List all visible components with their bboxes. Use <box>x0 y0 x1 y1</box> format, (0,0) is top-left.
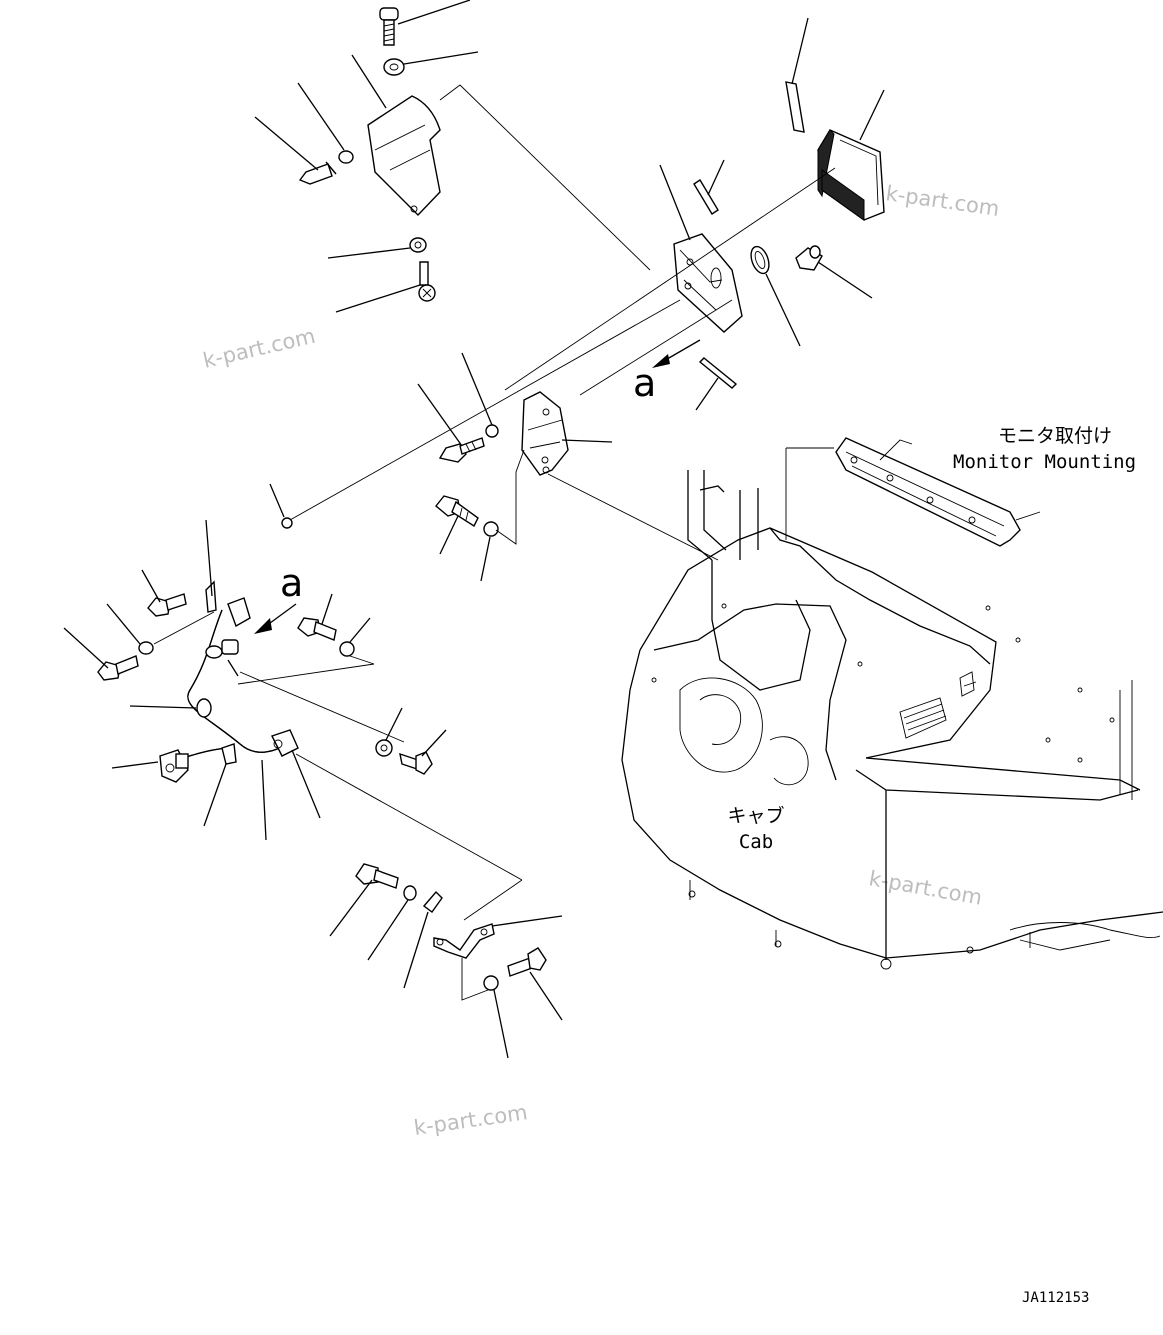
bottom-clamp <box>433 923 495 959</box>
harness-bolt-2 <box>97 655 139 681</box>
monitor-mounting-en-label: Monitor Mounting <box>953 451 1136 473</box>
bottom-washer-2 <box>483 975 499 991</box>
middle-small-washer <box>281 517 293 529</box>
watermark-left: k-part.com <box>201 324 318 373</box>
harness-clamp-2 <box>196 698 212 718</box>
cab-structure <box>621 470 1163 970</box>
middle-cover-group <box>417 352 613 582</box>
monitor-bracket-group <box>659 159 873 411</box>
cab-jp-label: キャブ <box>727 804 784 827</box>
monitor-bracket <box>673 233 743 333</box>
view-arrow-label-left: a <box>280 561 303 605</box>
view-arrow-top: a <box>633 339 701 405</box>
monitor-visor <box>785 81 805 133</box>
bottom-clip <box>422 890 443 913</box>
watermark-bottom: k-part.com <box>412 1100 529 1140</box>
harness-group: a <box>63 519 523 881</box>
harness-connector-left <box>159 749 189 783</box>
bottom-bolt-2 <box>507 947 547 977</box>
cover-plate <box>367 95 441 217</box>
watermark-cab: k-part.com <box>867 866 984 909</box>
middle-bolt-2 <box>435 495 479 528</box>
middle-bolt-1 <box>438 437 485 463</box>
harness-washer-3 <box>375 739 393 757</box>
top-bolt <box>379 7 399 46</box>
cover-left-bolt <box>298 161 337 185</box>
bottom-clamp-group <box>329 863 563 1059</box>
cover-lower-screw <box>418 261 436 302</box>
bottom-bolt-1 <box>355 863 399 889</box>
middle-washer-2 <box>483 521 499 537</box>
harness-clamp-1 <box>205 645 223 659</box>
middle-cover <box>521 391 569 476</box>
watermark-top-right: k-part.com <box>884 181 1001 221</box>
middle-washer-1 <box>485 424 499 438</box>
harness-bolt-3 <box>297 617 337 641</box>
monitor-mount-bar <box>835 437 1041 547</box>
harness-bolt-1 <box>147 593 187 617</box>
drawing-code: JA112153 <box>1022 1290 1089 1306</box>
harness-clamp-3 <box>221 743 237 765</box>
mount-knob <box>795 245 823 271</box>
monitor <box>817 89 885 221</box>
o-ring <box>750 245 770 275</box>
harness-washer-1 <box>138 641 154 655</box>
top-washer <box>383 58 405 76</box>
rubber-strip-top <box>693 179 719 215</box>
harness-connector-top <box>205 580 251 655</box>
harness-bolt-4 <box>399 751 433 775</box>
monitor-mounting-jp-label: モニタ取付け <box>998 425 1112 447</box>
rubber-strip-bottom <box>698 357 738 389</box>
cover-lower-washer <box>409 237 427 253</box>
view-arrow-left: a <box>254 561 303 634</box>
harness-washer-2 <box>339 641 355 657</box>
view-arrow-label-top: a <box>633 361 656 405</box>
cover-nut <box>338 150 354 164</box>
harness-connector-right <box>271 729 299 757</box>
top-cover-group <box>254 0 479 313</box>
cab-en-label: Cab <box>739 831 773 853</box>
bottom-washer-1 <box>403 885 417 901</box>
